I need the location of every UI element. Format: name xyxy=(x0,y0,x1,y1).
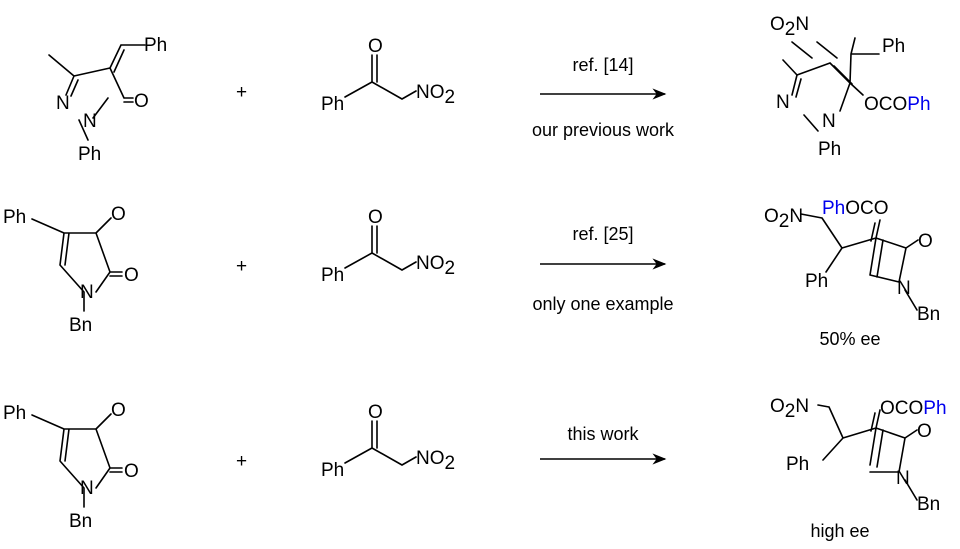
ph-label: Ph xyxy=(78,144,101,165)
o-label: O xyxy=(124,265,139,286)
ester-label: PhOCO xyxy=(822,198,889,219)
nitro-text: NO xyxy=(416,82,445,103)
o-label: O xyxy=(917,421,932,442)
arrow-label-top: this work xyxy=(567,424,639,444)
o-label: O xyxy=(368,207,383,228)
n-label: N xyxy=(83,111,97,132)
no2-group: O2N xyxy=(770,14,809,40)
arrow-label-top: ref. [25] xyxy=(572,224,633,244)
nitroacetophenone: O Ph NO2 xyxy=(321,402,455,481)
reaction-arrow-1: ref. [14] our previous work xyxy=(532,55,675,140)
nitroacetophenone: O Ph NO2 xyxy=(321,36,455,115)
row-2: Ph O O N Bn + O Ph NO2 ref. [25] only on… xyxy=(3,198,940,349)
ester-label: OCOPh xyxy=(864,94,931,115)
o-label: O xyxy=(368,402,383,423)
ph-label: Ph xyxy=(321,460,344,481)
pyrazolone-reactant: Ph N N O Ph xyxy=(48,35,167,165)
ph-label: Ph xyxy=(144,35,167,56)
n-label: N xyxy=(56,93,70,114)
pyrazole-product: O2N Ph N N OCOPh Ph xyxy=(770,14,931,160)
reaction-arrow-2: ref. [25] only one example xyxy=(532,224,673,314)
ph-label: Ph xyxy=(805,271,828,292)
o-label: O xyxy=(111,204,126,225)
product-note: 50% ee xyxy=(819,329,880,349)
pyrrolidinedione-reactant: Ph O O N Bn xyxy=(3,400,139,532)
no2-group: O2N xyxy=(764,206,803,232)
n-label: N xyxy=(896,468,910,489)
n-label: N xyxy=(776,92,790,113)
ph-label: Ph xyxy=(321,94,344,115)
plus-sign: + xyxy=(236,82,247,103)
nitroacetophenone: O Ph NO2 xyxy=(321,207,455,286)
n-label: N xyxy=(80,282,94,303)
o-label: O xyxy=(918,231,933,252)
bn-label: Bn xyxy=(917,494,940,515)
row-3: Ph O O N Bn + O Ph NO2 this work O2N OCO… xyxy=(3,396,947,541)
pyrrolinone-product: O2N OCOPh O Ph N Bn high ee xyxy=(770,396,947,541)
no2-label: NO2 xyxy=(416,253,455,279)
ph-label: Ph xyxy=(818,139,841,160)
ph-label: Ph xyxy=(3,403,26,424)
pyrrolinone-product: O2N PhOCO O Ph N Bn 50% ee xyxy=(764,198,940,349)
o-label: O xyxy=(111,400,126,421)
plus-sign: + xyxy=(236,256,247,277)
row-1: Ph N N O Ph + O Ph NO2 ref. [14] our pre… xyxy=(48,14,931,165)
ph-label: Ph xyxy=(3,207,26,228)
product-note: high ee xyxy=(810,521,869,541)
ester-label: OCOPh xyxy=(880,398,947,419)
arrow-label-bottom: our previous work xyxy=(532,120,675,140)
o-label: O xyxy=(134,91,149,112)
nitro-subscript: 2 xyxy=(445,87,456,108)
bn-label: Bn xyxy=(69,315,92,336)
no2-label: NO2 xyxy=(416,448,455,474)
bn-label: Bn xyxy=(917,304,940,325)
arrow-label-bottom: only one example xyxy=(532,294,673,314)
bn-label: Bn xyxy=(69,511,92,532)
o-label: O xyxy=(368,36,383,57)
pyrrolidinedione-reactant: Ph O O N Bn xyxy=(3,204,139,336)
arrow-label-top: ref. [14] xyxy=(572,55,633,75)
ph-label: Ph xyxy=(786,454,809,475)
no2-group: O2N xyxy=(770,396,809,422)
o-label: O xyxy=(124,461,139,482)
plus-sign: + xyxy=(236,451,247,472)
n-label: N xyxy=(80,478,94,499)
reaction-arrow-3: this work xyxy=(540,424,667,465)
no2-label: NO2 xyxy=(416,82,455,108)
n-label: N xyxy=(897,278,911,299)
n-label: N xyxy=(822,111,836,132)
ph-label: Ph xyxy=(882,36,905,57)
ph-label: Ph xyxy=(321,265,344,286)
